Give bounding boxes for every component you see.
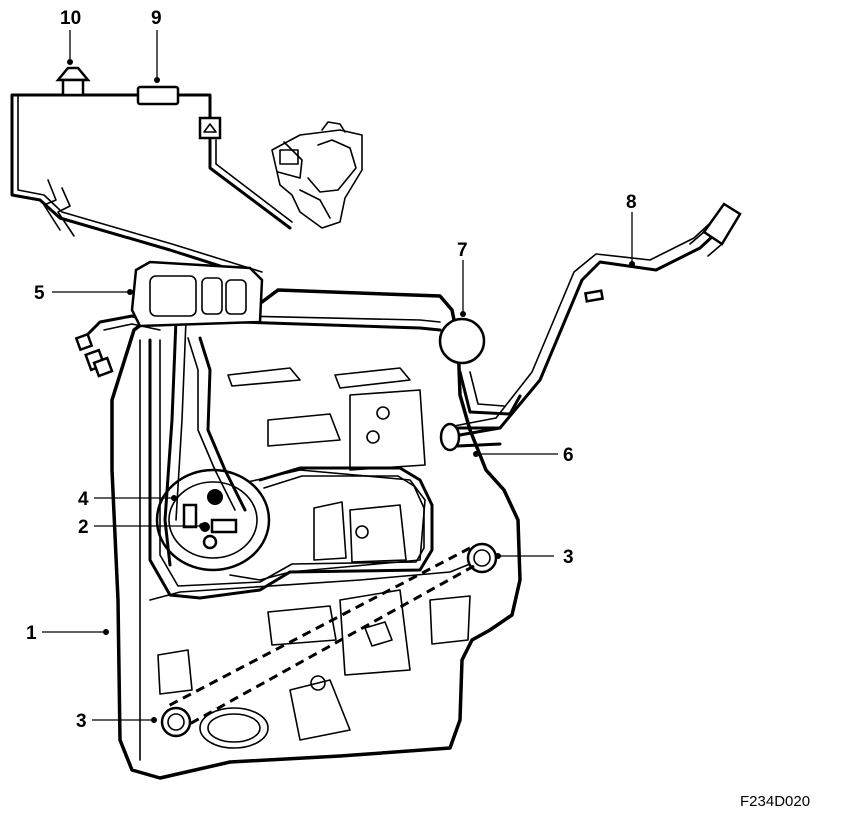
fuel-tank (110, 288, 522, 780)
callout-10: 10 (60, 8, 81, 29)
leader-lines (42, 30, 635, 723)
mounting-points (160, 542, 498, 738)
rollover-valve (55, 66, 91, 97)
electrical-connector (74, 332, 114, 378)
callout-8: 8 (626, 192, 637, 213)
filler-pipe (452, 202, 742, 438)
fuel-lines (80, 314, 442, 600)
callout-6: 6 (563, 445, 574, 466)
callout-3-lower: 3 (76, 711, 87, 732)
callout-3-upper: 3 (563, 547, 574, 568)
figure-code: F234D020 (740, 793, 810, 810)
callout-7: 7 (457, 240, 468, 261)
inline-filter (136, 85, 180, 106)
callout-2: 2 (78, 517, 89, 538)
vent-valve (198, 116, 222, 140)
callout-5: 5 (34, 283, 45, 304)
callout-1: 1 (26, 623, 37, 644)
vent-line (10, 93, 293, 280)
filler-neck-seal (439, 422, 502, 452)
tank-vent-valve-housing (130, 260, 264, 328)
expansion-valve (438, 317, 486, 365)
fuel-pump-unit (155, 468, 271, 572)
callout-4: 4 (78, 489, 89, 510)
callout-9: 9 (151, 8, 162, 29)
canister-bracket (271, 121, 363, 229)
